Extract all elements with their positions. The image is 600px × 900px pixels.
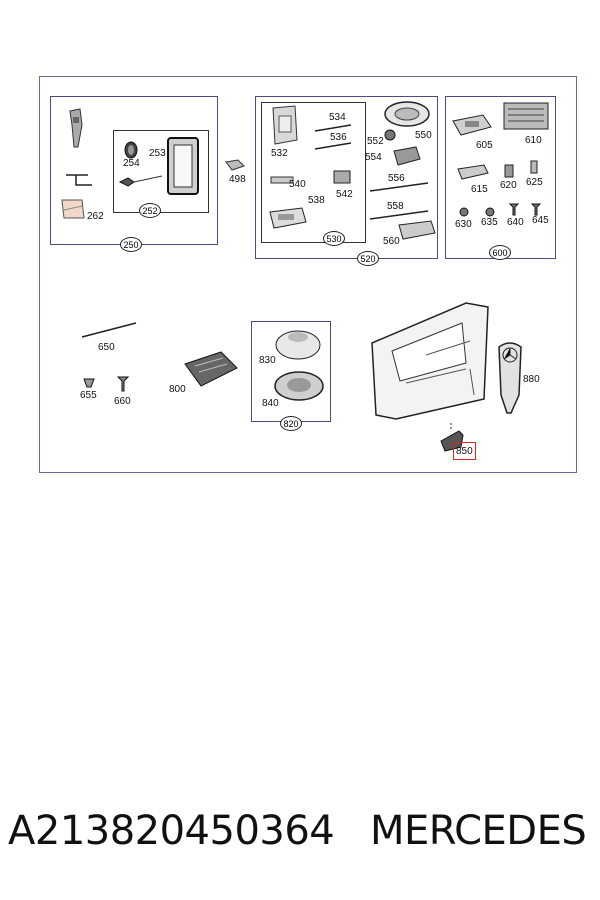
part-label-605: 605 (476, 140, 493, 151)
part-840-housing-icon (274, 371, 324, 401)
part-label-536: 536 (330, 132, 347, 143)
part-556-line-icon (369, 182, 429, 192)
part-label-560: 560 (383, 236, 400, 247)
part-door-panel-icon (371, 302, 489, 420)
parts-diagram-frame: 262 254 253 252 250 498 532 534 536 540 … (39, 76, 577, 473)
part-550-speaker-icon (384, 101, 430, 127)
part-554-module-icon (393, 146, 421, 166)
part-label-542: 542 (336, 189, 353, 200)
group-label-252: 252 (139, 203, 161, 218)
part-label-645: 645 (532, 215, 549, 226)
part-605-module-icon (452, 114, 492, 136)
part-label-625: 625 (526, 177, 543, 188)
part-630-nut-icon (459, 207, 469, 217)
part-label-840: 840 (262, 398, 279, 409)
part-498-module-icon (225, 159, 245, 171)
group-label-520: 520 (357, 251, 379, 266)
part-label-534: 534 (329, 112, 346, 123)
part-label-655: 655 (80, 390, 97, 401)
part-label-558: 558 (387, 201, 404, 212)
part-610-module-icon (503, 102, 549, 130)
part-label-650: 650 (98, 342, 115, 353)
part-800-module-icon (184, 351, 238, 387)
part-label-880: 880 (523, 374, 540, 385)
group-label-250: 250 (120, 237, 142, 252)
part-label-253: 253 (149, 148, 166, 159)
part-label-498: 498 (229, 174, 246, 185)
group-530-box (261, 102, 366, 243)
part-645-screw-icon (530, 203, 542, 216)
part-label-615: 615 (471, 184, 488, 195)
part-label-630: 630 (455, 219, 472, 230)
part-615-module-icon (457, 164, 489, 180)
part-650-strip-icon (81, 322, 137, 338)
brand-text: MERCEDES (370, 808, 587, 854)
part-655-clip-icon (83, 378, 95, 388)
part-label-556: 556 (388, 173, 405, 184)
part-sensor-cable-icon (118, 175, 163, 187)
footer: A213820450364 MERCEDES (0, 808, 600, 858)
part-534-line-icon (314, 124, 352, 132)
group-520-box (255, 96, 438, 259)
part-label-620: 620 (500, 180, 517, 191)
part-538-module-icon (269, 207, 307, 229)
part-key-blade-icon (69, 108, 83, 148)
part-830-cover-icon (275, 330, 321, 360)
group-label-820: 820 (280, 416, 302, 431)
part-label-640: 640 (507, 217, 524, 228)
part-850-switch-icon (440, 423, 464, 452)
part-label-254: 254 (123, 158, 140, 169)
part-620-clip-icon (504, 164, 514, 178)
part-number-text: A213820450364 (8, 808, 335, 854)
part-label-538: 538 (308, 195, 325, 206)
part-560-connector-icon (398, 220, 436, 240)
group-252-box (113, 130, 209, 213)
part-262-film-icon (61, 199, 85, 219)
part-label-550: 550 (415, 130, 432, 141)
part-640-screw-icon (508, 203, 520, 216)
part-635-nut-icon (485, 207, 495, 217)
part-label-850: 850 (456, 446, 473, 457)
part-558-line-icon (369, 210, 429, 220)
part-552-tweeter-icon (384, 129, 396, 141)
part-253-frame-icon (167, 137, 199, 195)
part-label-552: 552 (367, 136, 384, 147)
part-label-830: 830 (259, 355, 276, 366)
group-label-600: 600 (489, 245, 511, 260)
part-625-clip-icon (530, 160, 538, 174)
part-label-635: 635 (481, 217, 498, 228)
part-label-532: 532 (271, 148, 288, 159)
part-532-bracket-icon (272, 105, 298, 145)
part-label-660: 660 (114, 396, 131, 407)
part-542-box-icon (333, 170, 351, 184)
part-label-610: 610 (525, 135, 542, 146)
part-536-line-icon (314, 142, 352, 150)
part-254-knob-icon (124, 141, 138, 159)
part-660-rivet-icon (116, 376, 130, 392)
group-label-530: 530 (323, 231, 345, 246)
part-850-highlight[interactable] (453, 442, 476, 460)
part-bracket-icon (66, 174, 92, 186)
part-label-554: 554 (365, 152, 382, 163)
part-label-262: 262 (87, 211, 104, 222)
part-540-cable-icon (270, 176, 294, 184)
part-label-540: 540 (289, 179, 306, 190)
part-label-800: 800 (169, 384, 186, 395)
part-880-key-fob-icon (498, 342, 522, 414)
